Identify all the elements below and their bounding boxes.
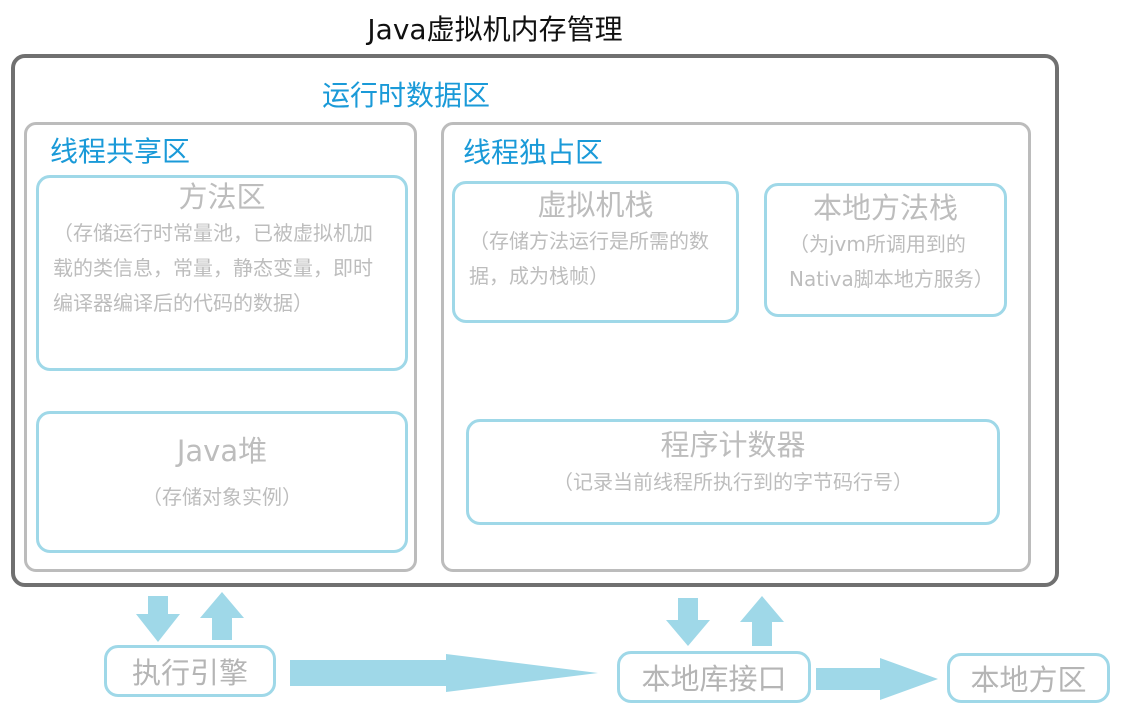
thread-private-area: [441, 122, 1031, 572]
vm-stack-desc: （存储方法运行是所需的数据，成为栈帧）: [469, 229, 709, 288]
thread-private-area-label: 线程独占区: [463, 136, 604, 169]
vm-stack-box: 虚拟机栈 （存储方法运行是所需的数据，成为栈帧）: [452, 181, 739, 323]
native-method-stack-title: 本地方法栈: [812, 191, 958, 225]
method-area-box: 方法区 （存储运行时常量池，已被虚拟机加载的类信息，常量，静态变量，即时编译器编…: [36, 175, 408, 371]
thread-shared-area: [24, 122, 417, 572]
arrow-right-icon: [290, 654, 598, 692]
arrow-up-icon: [200, 592, 244, 640]
native-area-node: 本地方区: [947, 653, 1110, 703]
program-counter-desc: （记录当前线程所执行到的字节码行号）: [553, 470, 913, 494]
runtime-data-area: [11, 54, 1059, 587]
program-counter-title: 程序计数器: [660, 428, 806, 462]
arrow-down-icon: [666, 598, 710, 646]
thread-shared-area-label: 线程共享区: [50, 135, 191, 168]
java-heap-desc: （存储对象实例）: [142, 485, 302, 509]
method-area-title: 方法区: [178, 180, 266, 214]
execution-engine-node: 执行引擎: [104, 645, 276, 697]
vm-stack-title: 虚拟机栈: [537, 188, 654, 222]
native-interface-node: 本地库接口: [617, 651, 811, 703]
runtime-data-area-label: 运行时数据区: [322, 79, 491, 112]
java-heap-box: Java堆 （存储对象实例）: [36, 411, 408, 553]
native-method-stack-desc: （为jvm所调用到的Nativa脚本地方服务）: [789, 232, 994, 291]
native-method-stack-box: 本地方法栈 （为jvm所调用到的Nativa脚本地方服务）: [764, 183, 1007, 317]
method-area-desc: （存储运行时常量池，已被虚拟机加载的类信息，常量，静态变量，即时编译器编译后的代…: [53, 221, 373, 315]
java-heap-title: Java堆: [176, 434, 268, 468]
program-counter-box: 程序计数器 （记录当前线程所执行到的字节码行号）: [466, 419, 1000, 525]
diagram-title: Java虚拟机内存管理: [367, 13, 623, 46]
arrow-right-icon: [816, 658, 938, 700]
arrow-up-icon: [740, 596, 784, 646]
arrow-down-icon: [136, 596, 180, 642]
